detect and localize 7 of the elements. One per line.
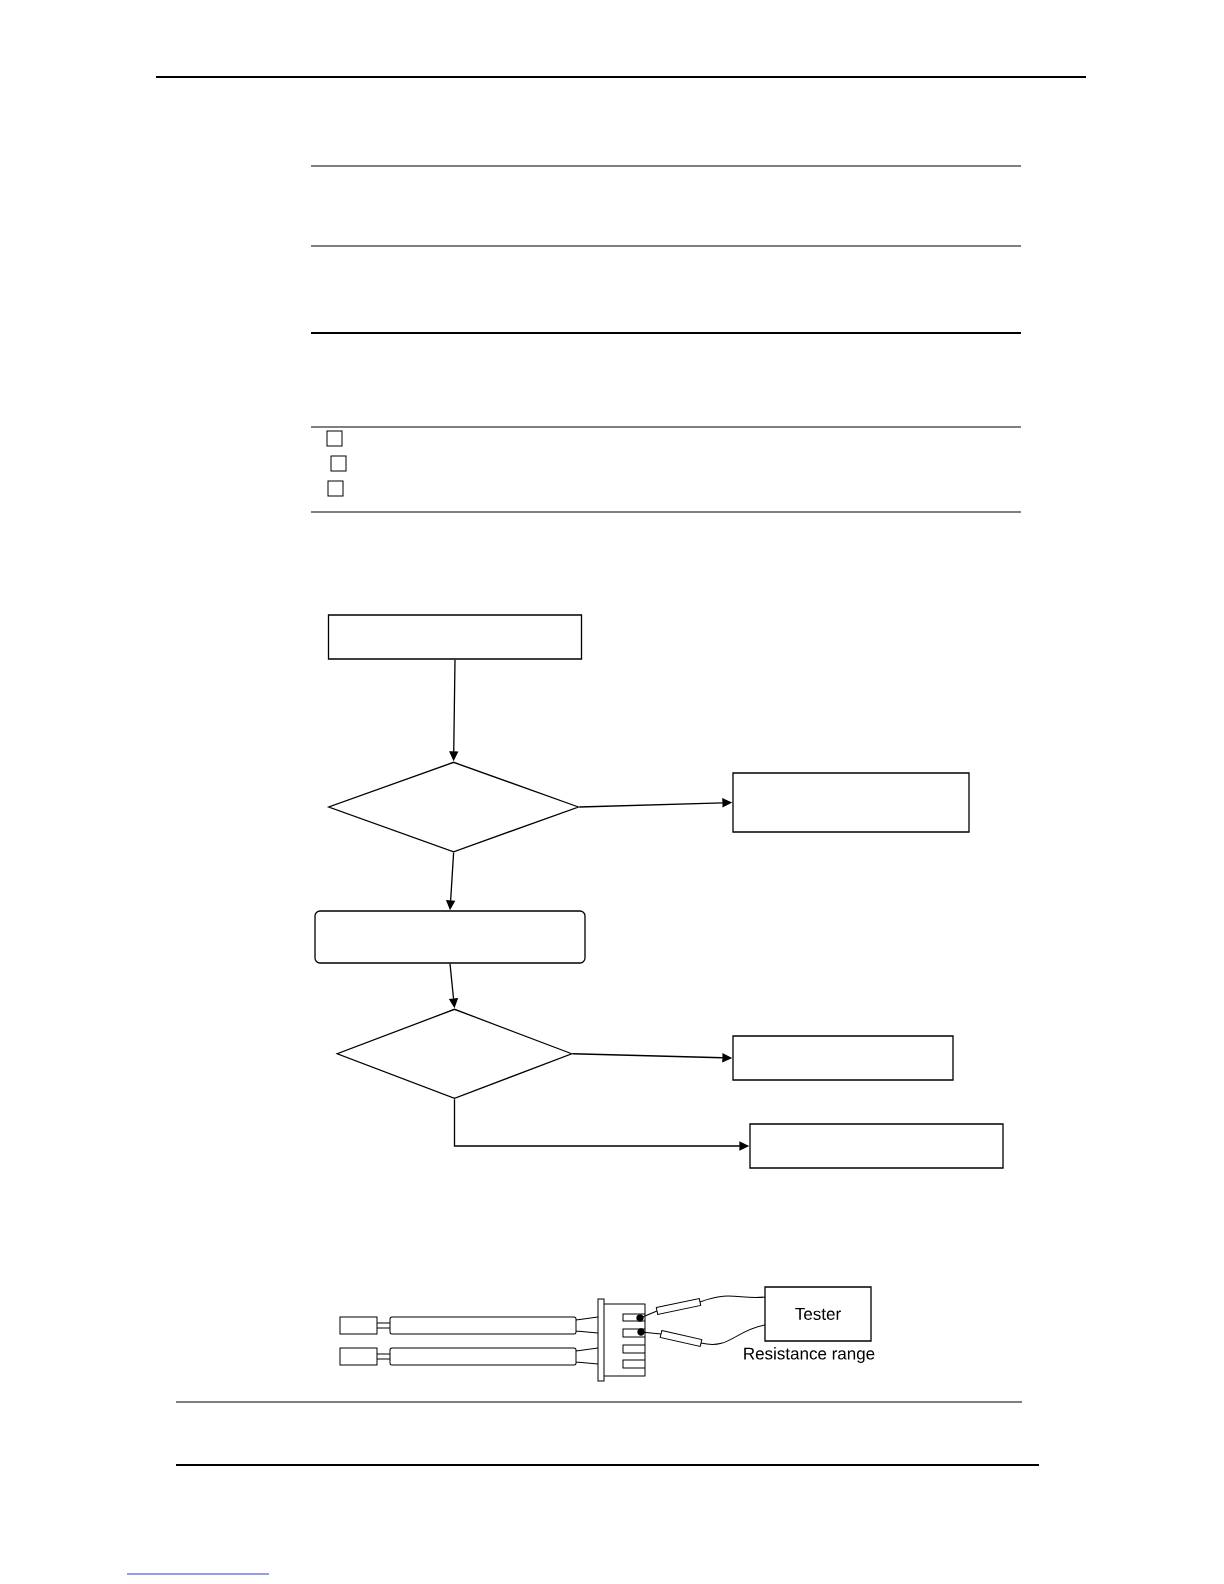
node-caption: Resistance range	[744, 1347, 875, 1363]
process-box	[314, 910, 586, 964]
tester-box: Tester	[764, 1286, 872, 1342]
process-box	[732, 1035, 954, 1081]
process-box	[327, 614, 583, 660]
process-box	[732, 772, 970, 833]
process-box	[749, 1123, 1004, 1169]
